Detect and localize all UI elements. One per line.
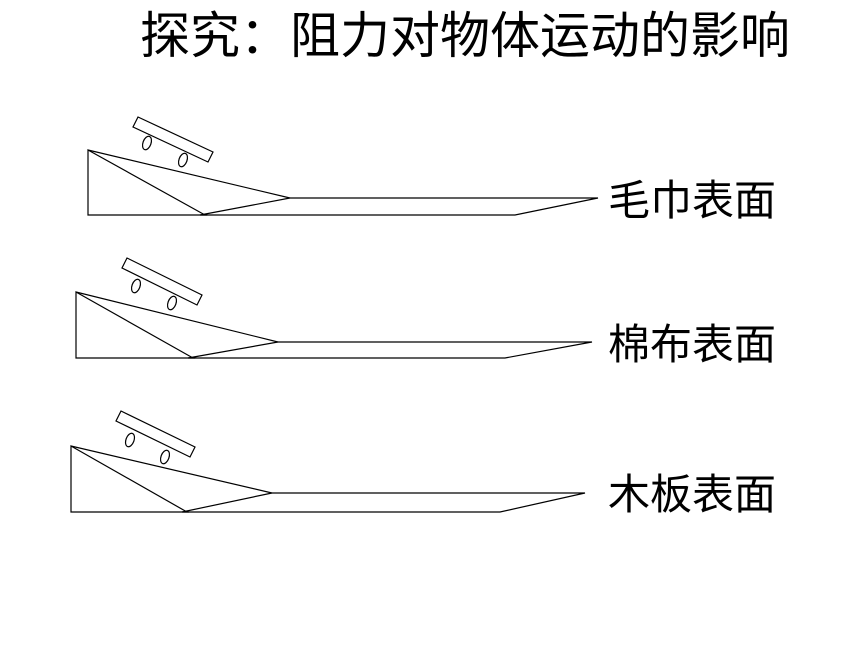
- page-title: 探究：阻力对物体运动的影响: [140, 7, 790, 65]
- cart-wheel-rear: [159, 449, 171, 465]
- cart-body: [115, 410, 196, 458]
- cart: [115, 410, 196, 465]
- cart-body: [132, 116, 214, 163]
- cart-body: [121, 257, 203, 306]
- surface-label-cotton: 棉布表面: [608, 320, 777, 369]
- setup-cotton: [75, 257, 593, 359]
- cart: [132, 116, 214, 168]
- surface-label-towel: 毛巾表面: [608, 176, 777, 225]
- ramp: [87, 148, 208, 216]
- cart-wheel-rear: [166, 295, 178, 311]
- horizontal-surface: [181, 492, 586, 513]
- cart: [121, 257, 203, 311]
- ramp-slope: [70, 445, 273, 494]
- ramp-slope: [75, 291, 279, 343]
- ramp: [70, 444, 190, 513]
- cart-wheel-front: [124, 432, 136, 448]
- horizontal-surface: [199, 197, 599, 216]
- cart-wheel-front: [141, 135, 153, 151]
- ramp: [75, 290, 196, 359]
- setup-towel: [87, 116, 599, 216]
- cart-wheel-rear: [177, 152, 189, 168]
- setup-wood: [70, 410, 586, 513]
- surface-label-wood: 木板表面: [608, 470, 777, 519]
- ramp-slope: [87, 149, 291, 199]
- horizontal-surface: [187, 341, 593, 359]
- cart-wheel-front: [130, 278, 142, 294]
